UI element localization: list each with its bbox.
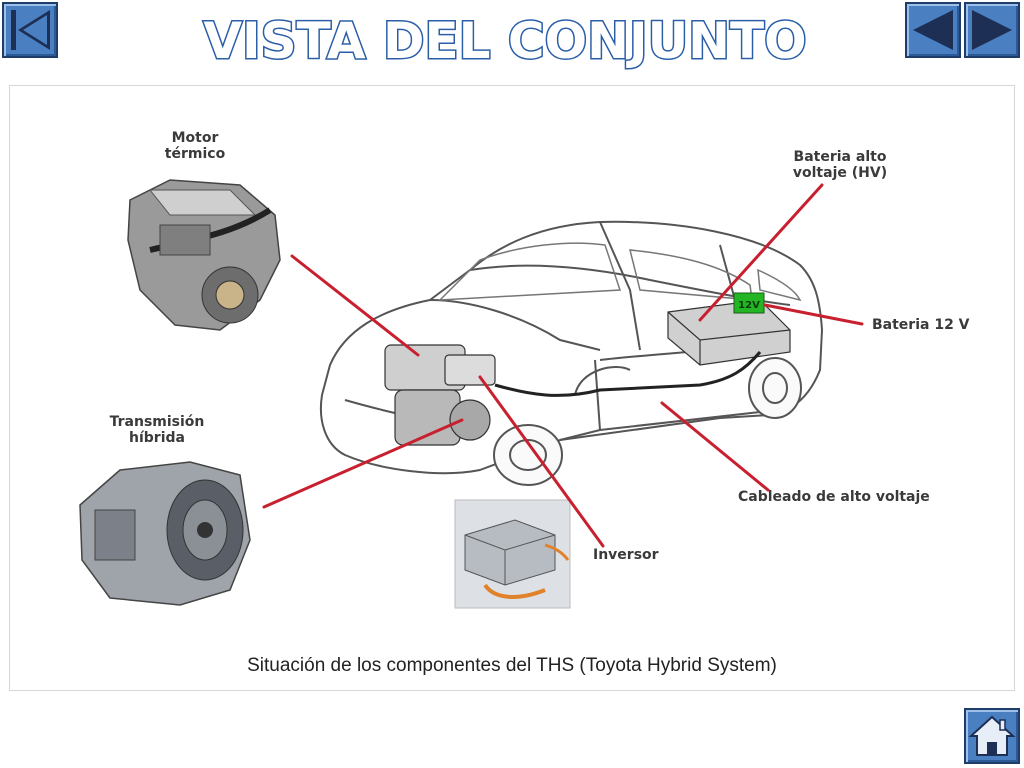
page-title: VISTA DEL CONJUNTO: [202, 11, 808, 71]
battery-12v-icon: 12V: [733, 292, 765, 314]
first-slide-button[interactable]: [2, 2, 58, 58]
label-bateria-hv: Bateria alto voltaje (HV): [770, 149, 910, 181]
label-transmision-line1: Transmisión: [109, 414, 205, 430]
windows: [438, 242, 802, 302]
label-bateria-12v: Bateria 12 V: [872, 317, 970, 333]
leader-transmision: [262, 418, 464, 509]
hv-battery: [667, 299, 791, 366]
wheels: [493, 357, 802, 486]
leader-lines: [262, 183, 864, 548]
leader-motor: [290, 254, 420, 357]
label-cableado: Cableado de alto voltaje: [738, 489, 930, 505]
label-transmision-hibrida: Transmisión híbrida: [92, 414, 222, 446]
engine-bay: [384, 344, 496, 446]
next-slide-button[interactable]: [964, 2, 1020, 58]
triangle-left-icon: [913, 10, 953, 50]
label-bateria-hv-line1: Bateria alto: [793, 149, 887, 165]
leader-inversor: [478, 375, 605, 548]
hv-cable: [494, 351, 762, 397]
label-inversor: Inversor: [593, 547, 659, 563]
skip-to-first-icon: [11, 10, 50, 50]
label-motor-line1: Motor: [171, 130, 219, 146]
home-button[interactable]: [964, 708, 1020, 764]
diagram-caption: Situación de los componentes del THS (To…: [247, 655, 777, 676]
inverter-picture: [454, 499, 571, 609]
label-motor-line2: térmico: [164, 146, 226, 162]
leader-bateria-12v: [763, 303, 864, 326]
previous-slide-button[interactable]: [905, 2, 961, 58]
leader-bateria-hv: [698, 183, 824, 322]
label-transmision-line2: híbrida: [129, 430, 185, 446]
label-bateria-hv-line2: voltaje (HV): [792, 165, 888, 181]
battery-12v-badge: 12V: [738, 300, 760, 311]
engine-picture: [127, 179, 281, 331]
transmission-picture: [79, 461, 251, 606]
triangle-right-icon: [972, 10, 1012, 50]
house-icon: [968, 715, 1016, 756]
label-motor-termico: Motor térmico: [140, 130, 250, 162]
title-text: VISTA DEL CONJUNTO: [203, 12, 806, 70]
leader-cableado: [660, 401, 770, 492]
